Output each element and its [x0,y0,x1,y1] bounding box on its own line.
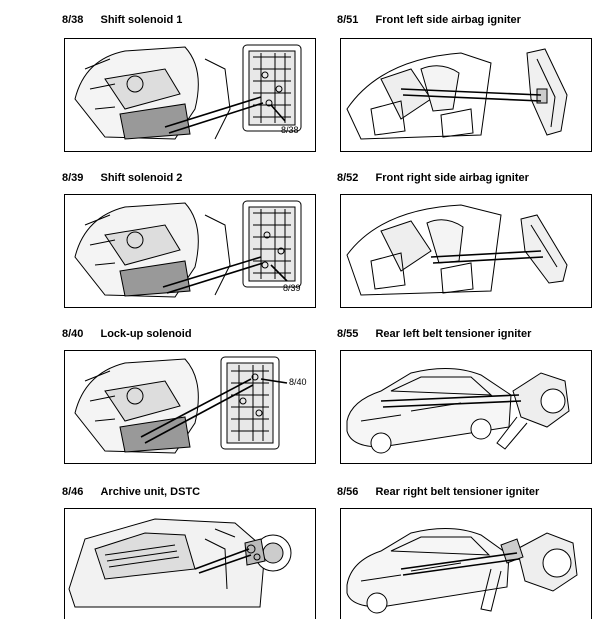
transmission-valve-body-illustration [74,356,288,454]
item-code: 8/39 [62,172,84,184]
illustration-rear-right-belt-tensioner-igniter [340,508,592,619]
car-cutaway-illustration [346,527,578,614]
car-interior-seat-illustration [346,204,568,296]
item-header-8-39: 8/39 Shift solenoid 2 [62,172,182,184]
item-code: 8/56 [337,486,359,498]
transmission-valve-body-illustration [74,200,302,298]
illustration-archive-unit-dstc [64,508,316,619]
illustration-front-right-side-airbag-igniter [340,194,592,308]
callout-label: 8/38 [281,125,299,135]
item-title: Archive unit, DSTC [100,486,201,498]
item-header-8-52: 8/52 Front right side airbag igniter [337,172,529,184]
callout-label: 8/40 [289,377,307,387]
car-cutaway-illustration [346,367,570,454]
item-code: 8/40 [62,328,84,340]
transmission-valve-body-illustration [74,44,302,140]
illustration-rear-left-belt-tensioner-igniter [340,350,592,464]
item-code: 8/38 [62,14,84,26]
item-title: Rear left belt tensioner igniter [375,328,532,340]
car-interior-seat-illustration [346,48,568,140]
item-title: Lock-up solenoid [100,328,192,340]
item-code: 8/52 [337,172,359,184]
item-title: Front left side airbag igniter [375,14,521,26]
item-header-8-40: 8/40 Lock-up solenoid [62,328,192,340]
item-header-8-46: 8/46 Archive unit, DSTC [62,486,200,498]
item-code: 8/46 [62,486,84,498]
item-header-8-56: 8/56 Rear right belt tensioner igniter [337,486,539,498]
item-code: 8/51 [337,14,359,26]
illustration-lock-up-solenoid: 8/40 [64,350,316,464]
illustration-shift-solenoid-2: 8/39 [64,194,316,308]
item-title: Shift solenoid 2 [100,172,183,184]
item-header-8-55: 8/55 Rear left belt tensioner igniter [337,328,531,340]
item-header-8-51: 8/51 Front left side airbag igniter [337,14,521,26]
callout-label: 8/39 [283,283,301,293]
item-code: 8/55 [337,328,359,340]
item-title: Shift solenoid 1 [100,14,183,26]
item-title: Front right side airbag igniter [375,172,529,184]
engine-bay-illustration [68,518,292,608]
illustration-front-left-side-airbag-igniter [340,38,592,152]
item-title: Rear right belt tensioner igniter [375,486,540,498]
item-header-8-38: 8/38 Shift solenoid 1 [62,14,182,26]
illustration-shift-solenoid-1: 8/38 [64,38,316,152]
